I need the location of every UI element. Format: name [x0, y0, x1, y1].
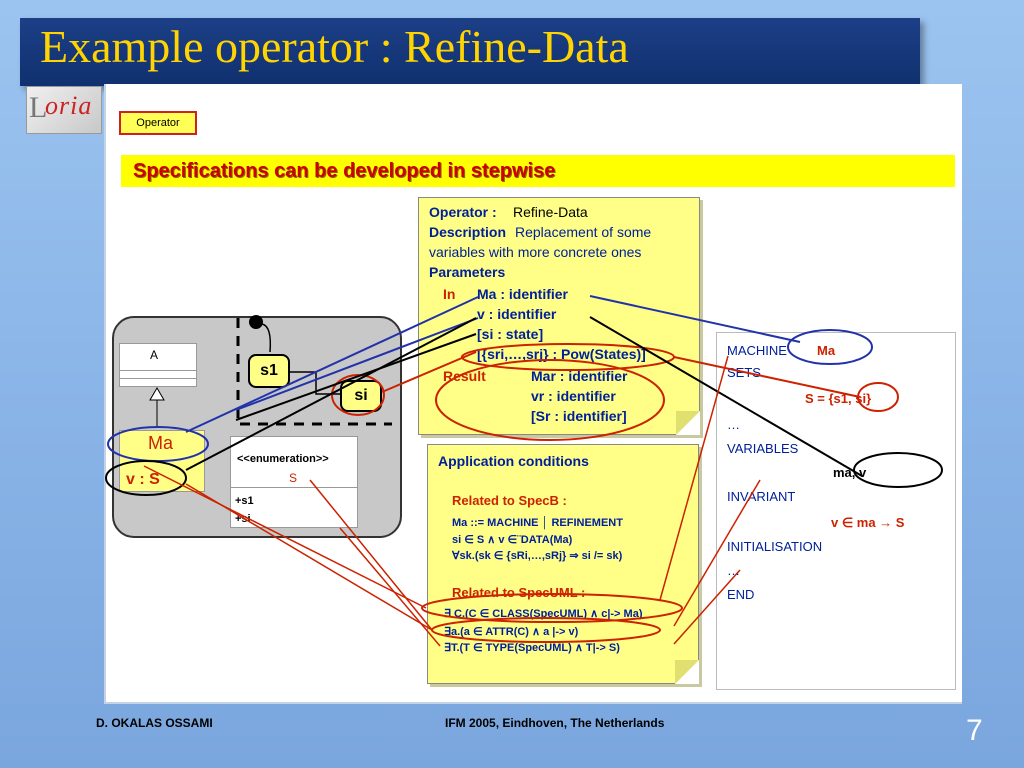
end-kw: END — [727, 587, 755, 602]
specuml-variables-link — [673, 479, 761, 627]
description-line2: variables with more concrete ones — [429, 244, 642, 260]
banner: Specifications can be developed in stepw… — [121, 155, 955, 187]
specuml-line1-ellipse — [421, 593, 683, 623]
specuml-enum-link — [339, 527, 441, 647]
specuml-class-link — [143, 465, 427, 609]
v-variables-link — [589, 316, 863, 477]
result-param-2: vr : identifier — [531, 388, 616, 404]
operator-value: Refine-Data — [513, 204, 588, 220]
enum-divider — [231, 487, 357, 488]
ma-link — [185, 296, 479, 433]
v-link — [185, 317, 477, 471]
specuml-line-1: ∃ C.(C ∈ CLASS(SpecUML) ∧ c|-> Ma) — [444, 608, 643, 620]
enum-value-1: +s1 — [235, 495, 254, 507]
in-param-1: Ma : identifier — [477, 286, 569, 302]
logo-text: oria — [45, 91, 93, 120]
result-param-3: [Sr : identifier] — [531, 408, 627, 424]
variables-kw: VARIABLES — [727, 441, 799, 456]
v-highlight-ellipse — [105, 460, 187, 496]
in-param-4: [{sri,…,srj} : Pow(States)] — [477, 346, 646, 362]
class-a-divider — [120, 370, 196, 371]
specuml-line-3: ∃T.(T ∈ TYPE(SpecUML) ∧ T|-> S) — [444, 642, 620, 654]
sets-highlight-ellipse — [857, 382, 899, 412]
ma-machine-link — [589, 295, 801, 343]
machine-kw: MACHINE — [727, 343, 787, 358]
description-line1: Replacement of some — [515, 224, 652, 240]
specuml-type-link — [309, 479, 433, 631]
parameters-label: Parameters — [429, 264, 506, 280]
machine-highlight-ellipse — [787, 329, 873, 365]
operator-note: Operator : Refine-Data Description Repla… — [418, 197, 700, 435]
initialisation-kw: INITIALISATION — [727, 539, 823, 554]
v-state-link — [235, 333, 477, 421]
conditions-note: Application conditions Related to SpecB … — [427, 444, 699, 684]
si-states-link — [381, 351, 477, 393]
generalization-arrowhead — [149, 387, 165, 401]
note-fold — [675, 660, 699, 684]
invariant-kw: INVARIANT — [727, 489, 796, 504]
enum-name: S — [289, 471, 298, 485]
result-param-1: Mar : identifier — [531, 368, 628, 384]
class-a-divider — [120, 378, 196, 379]
class-a-box: A — [119, 343, 197, 387]
footer-conference: IFM 2005, Eindhoven, The Netherlands — [445, 716, 665, 730]
title-bar — [20, 18, 920, 86]
operator-tag: Operator — [119, 111, 197, 135]
operator-label: Operator : — [429, 204, 497, 220]
si-highlight-ellipse — [331, 374, 385, 416]
footer-author: D. OKALAS OSSAMI — [96, 716, 213, 730]
specuml-init-link — [673, 569, 741, 645]
variables-highlight-ellipse — [853, 452, 943, 488]
description-label: Description — [429, 224, 507, 240]
loria-logo: L oria — [26, 86, 102, 134]
page-number: 7 — [966, 714, 983, 747]
ellipsis-1: … — [727, 417, 740, 432]
specb-label: Related to SpecB : — [452, 493, 567, 508]
specuml-line-2: ∃a.(a ∈ ATTR(C) ∧ a |-> v) — [444, 626, 579, 638]
attr-v: v : S — [126, 471, 160, 488]
specuml-attr-link — [185, 483, 433, 631]
result-highlight-ellipse — [435, 359, 665, 441]
initial-state-dot — [249, 315, 263, 329]
machine-name: Ma — [817, 343, 836, 358]
specb-line-2: si ∈ S ∧ v ∈¨DATA(Ma) — [452, 534, 573, 546]
specb-line-3: ∀sk.(sk ∈ {sRi,…,sRj} ⇒ si /= sk) — [452, 550, 623, 562]
state-region-border — [236, 318, 392, 426]
conditions-title: Application conditions — [438, 453, 589, 469]
ma-highlight-ellipse — [107, 426, 209, 462]
in-param-2: v : identifier — [477, 306, 557, 322]
class-a-name: A — [150, 348, 159, 362]
initial-transition — [261, 323, 272, 353]
banner-text: Specifications can be developed in stepw… — [133, 160, 556, 182]
specuml-machine-link — [659, 355, 729, 601]
sets-value: S = {s1, si} — [805, 391, 872, 406]
note-fold — [676, 411, 700, 435]
logo-initial: L — [29, 91, 48, 124]
result-label: Result — [443, 368, 486, 384]
ma-state-link — [235, 317, 479, 411]
s1-si-transition — [290, 371, 340, 395]
state-si-label: si — [354, 387, 368, 404]
class-ma-name: Ma — [148, 433, 174, 453]
invariant-value: v ∈ ma → S — [831, 515, 905, 530]
specb-line-1: Ma ::= MACHINE │ REFINEMENT — [452, 517, 623, 529]
slide-title: Example operator : Refine-Data — [40, 21, 629, 72]
state-s1: s1 — [248, 354, 290, 388]
in-label: In — [443, 286, 456, 302]
states-sets-link — [673, 356, 861, 398]
in-param-3: [si : state] — [477, 326, 544, 342]
state-s1-label: s1 — [260, 362, 278, 379]
enum-stereotype: <<enumeration>> — [237, 453, 329, 465]
